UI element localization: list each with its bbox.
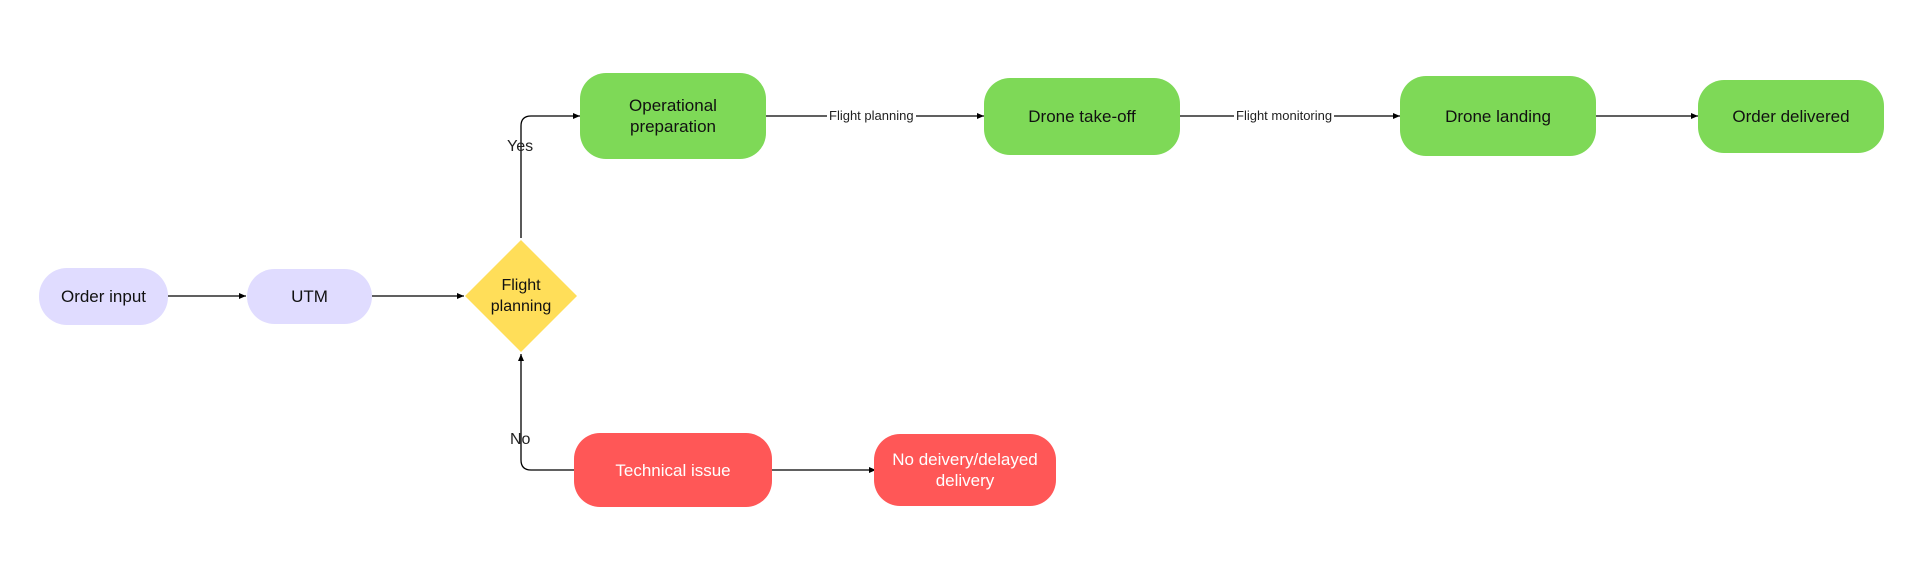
decision-label: Flight planning [490,277,552,315]
yes-branch-label: Yes [507,138,534,155]
decision-diamond-shape [465,240,577,352]
utm-label: UTM [291,287,328,306]
technical-issue-node: Technical issue [574,433,772,507]
operational-preparation-node: Operational preparation [580,73,766,159]
flight-planning-edge-label: Flight planning [827,108,916,124]
no-delivery-node: No deivery/delayed delivery [874,434,1056,506]
drone-takeoff-label: Drone take-off [1028,107,1136,126]
utm-node: UTM [247,269,372,324]
flight-planning-decision: Flight planning [464,239,578,353]
operational-preparation-label: Operational preparation [629,96,717,136]
order-input-node: Order input [39,268,168,325]
flight-monitoring-edge-label: Flight monitoring [1234,108,1335,124]
edge-no-branch [518,354,574,471]
drone-landing-node: Drone landing [1400,76,1596,156]
drone-landing-label: Drone landing [1445,106,1551,126]
no-delivery-label: No deivery/delayed delivery [892,450,1038,490]
order-delivered-label: Order delivered [1732,107,1850,126]
drone-takeoff-node: Drone take-off [984,78,1180,155]
edge-yes-branch [520,113,580,238]
technical-issue-label: Technical issue [615,460,731,480]
order-input-label: Order input [60,287,147,306]
order-delivered-node: Order delivered [1698,80,1884,153]
no-branch-label: No [510,431,531,448]
